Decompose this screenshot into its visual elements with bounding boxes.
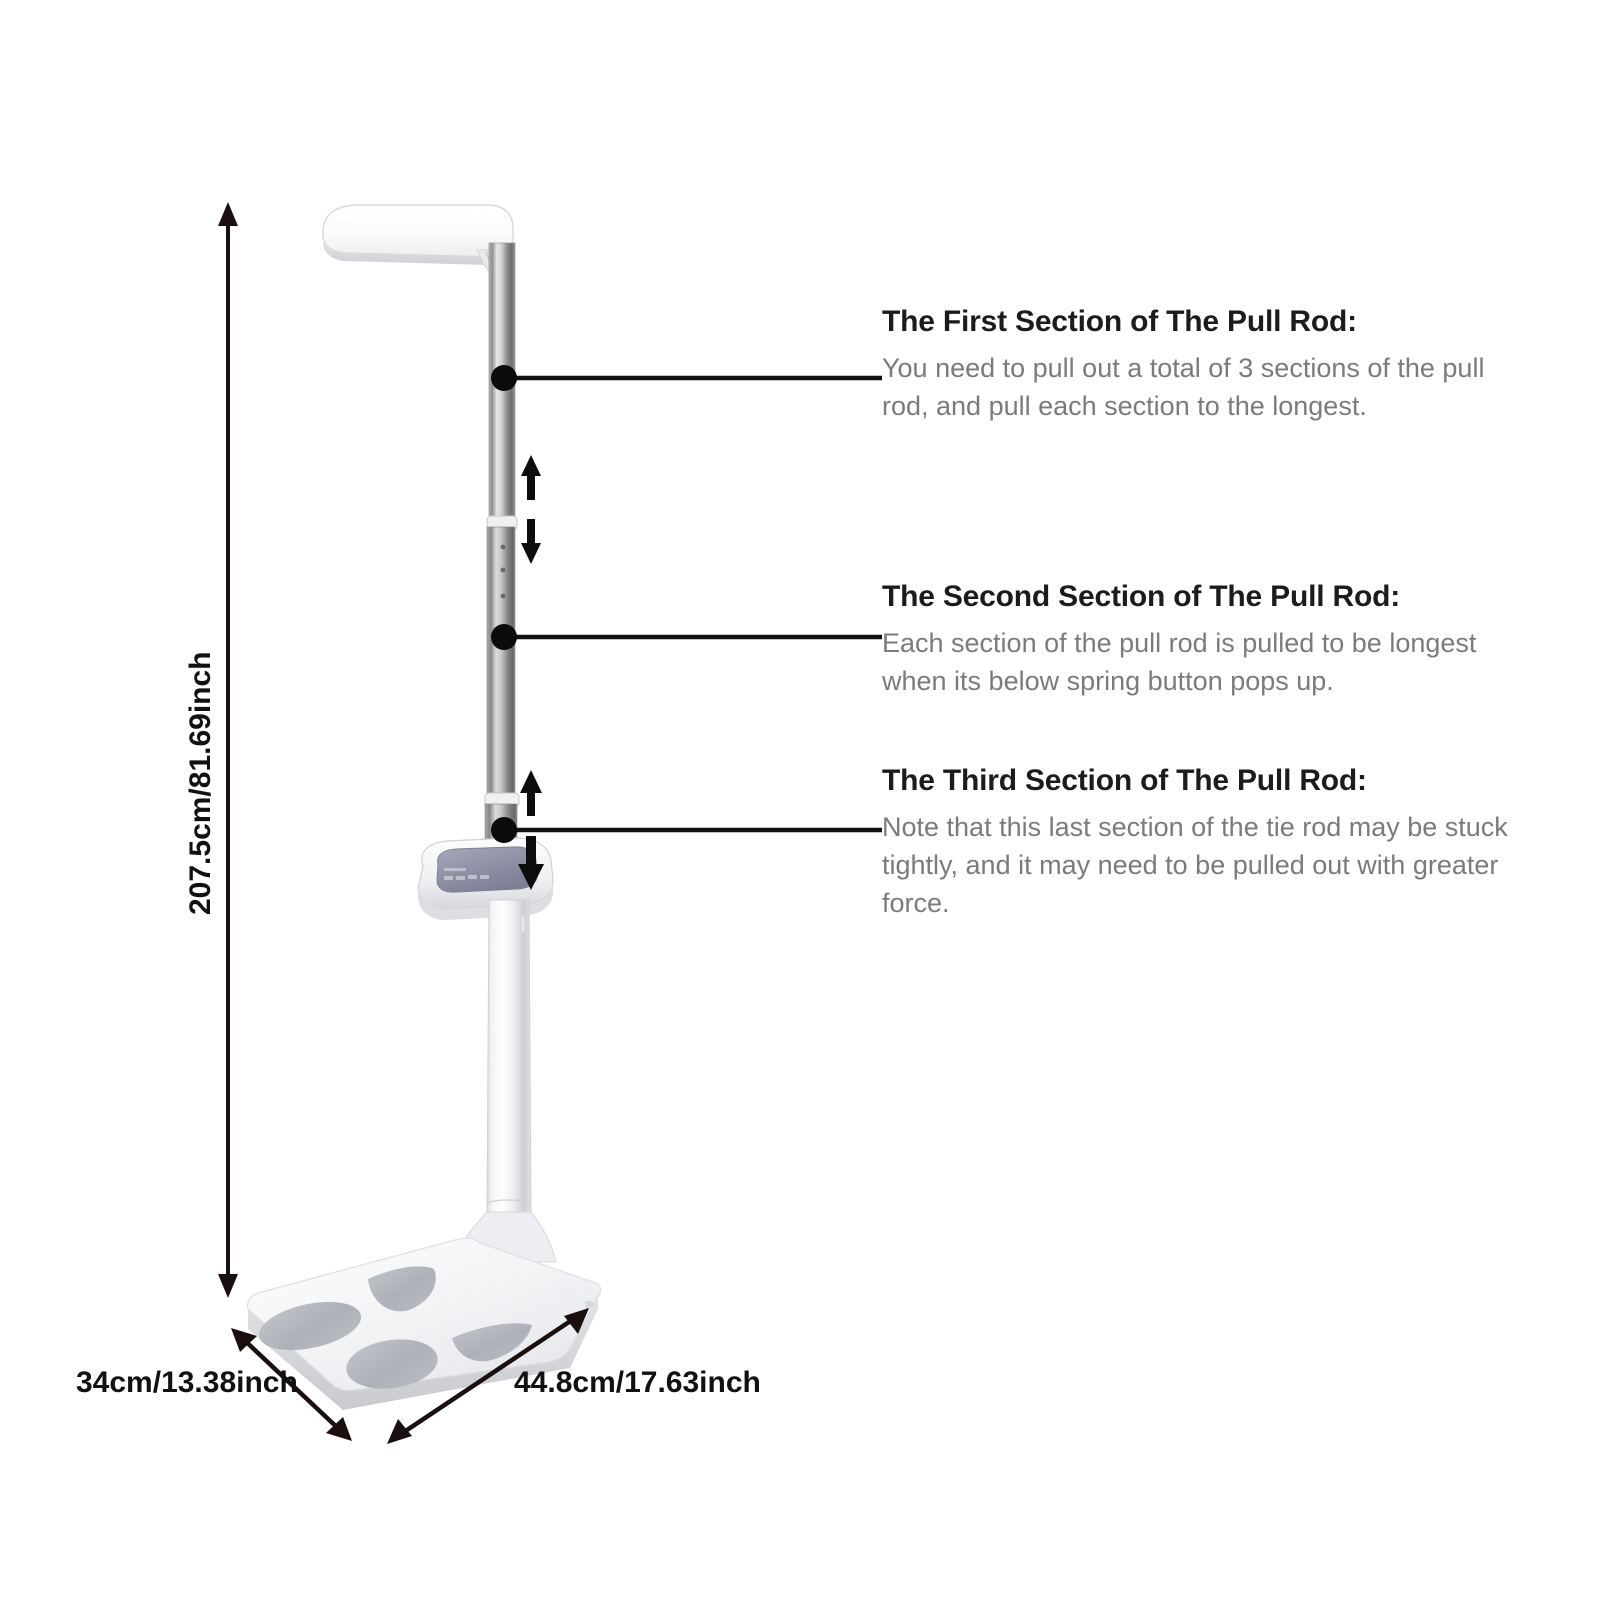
callout-body-second-section: Each section of the pull rod is pulled t…: [882, 628, 1477, 696]
dimension-label-height: 207.5cm/81.69inch: [184, 651, 217, 915]
electrode-pads: [258, 1266, 532, 1389]
callout-first-section: The First Section of The Pull Rod: You n…: [882, 303, 1522, 425]
telescope-arrow-up-upper: [521, 455, 541, 500]
leader-line-third-section: [491, 817, 882, 843]
electrode-pad-front-left: [346, 1339, 438, 1389]
leader-dot-third-section: [491, 817, 517, 843]
dimension-line-width: [387, 1308, 589, 1444]
dimension-line-height: [218, 202, 238, 1298]
telescope-arrow-down-lower: [518, 836, 544, 890]
dimension-label-depth: 34cm/13.38inch: [76, 1366, 298, 1399]
leader-dot-second-section: [491, 624, 517, 650]
dimension-line-depth: [231, 1328, 352, 1441]
electrode-pad-rear-right: [368, 1266, 436, 1312]
leader-dot-first-section: [491, 365, 517, 391]
electrode-pad-front-right: [452, 1323, 532, 1362]
display-readout: [444, 868, 489, 880]
callout-second-section: The Second Section of The Pull Rod: Each…: [882, 578, 1522, 700]
lower-column: [486, 899, 532, 1216]
callout-body-first-section: You need to pull out a total of 3 sectio…: [882, 353, 1485, 421]
leader-line-second-section: [491, 624, 882, 650]
base-platform: [246, 1237, 602, 1410]
callout-title-first-section: The First Section of The Pull Rod:: [882, 305, 1357, 338]
telescope-arrow-up-lower: [520, 770, 542, 816]
second-rod-section: [486, 526, 516, 800]
callout-third-section: The Third Section of The Pull Rod: Note …: [882, 762, 1522, 922]
callout-title-second-section: The Second Section of The Pull Rod:: [882, 580, 1401, 613]
electrode-pad-rear-left: [258, 1301, 362, 1351]
dimension-label-width: 44.8cm/17.63inch: [514, 1366, 761, 1399]
callout-body-third-section: Note that this last section of the tie r…: [882, 812, 1508, 918]
leader-line-first-section: [491, 365, 882, 391]
telescope-arrow-down-upper: [521, 519, 541, 564]
callout-title-third-section: The Third Section of The Pull Rod:: [882, 764, 1367, 797]
